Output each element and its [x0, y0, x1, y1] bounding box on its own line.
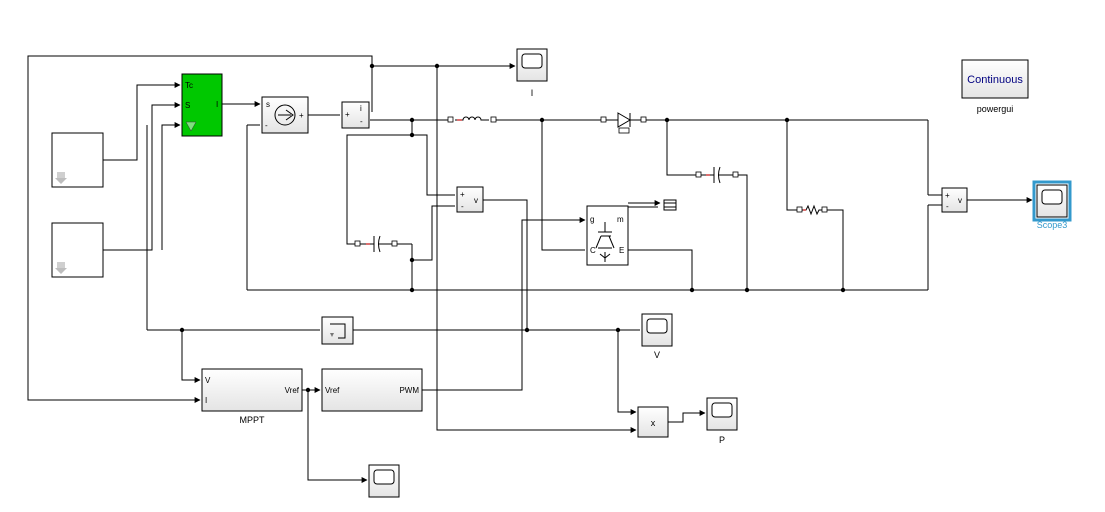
- igbt-m: m: [617, 215, 624, 224]
- imeas-minus: -: [360, 117, 363, 126]
- constant-block-1[interactable]: [51, 132, 104, 188]
- scope3-label: Scope3: [1037, 220, 1068, 230]
- vmeas-v: v: [474, 196, 478, 205]
- inductor-block[interactable]: [447, 116, 497, 123]
- conn-igbt-c[interactable]: [541, 120, 585, 251]
- igbt-icon: [595, 222, 615, 262]
- conn-load[interactable]: [786, 120, 799, 211]
- pwm-out: PWM: [399, 386, 419, 395]
- pv-connector-icon: [185, 121, 197, 132]
- constant-source-icon: [55, 172, 67, 184]
- igbt-c: C: [590, 246, 596, 255]
- scope-icon: [646, 318, 668, 334]
- scope-vref-block[interactable]: [368, 464, 400, 498]
- wire-const2-s[interactable]: [103, 102, 181, 251]
- igbt-block[interactable]: g m C E: [586, 205, 629, 266]
- memory-block[interactable]: [321, 316, 354, 345]
- mppt-label: MPPT: [239, 415, 265, 425]
- mppt-in-v: V: [205, 376, 211, 385]
- wire-vmeas-out[interactable]: [483, 199, 528, 330]
- conn-vmeas-minus[interactable]: [412, 205, 455, 261]
- current-source-icon: [274, 104, 296, 126]
- resistor-icon: [802, 204, 822, 216]
- scope-icon: [373, 469, 395, 485]
- current-measurement-block[interactable]: i + -: [341, 101, 370, 129]
- product-sign: x: [651, 418, 656, 428]
- wire-v-feedback[interactable]: [161, 122, 181, 250]
- bus-selector-block[interactable]: [663, 199, 677, 211]
- bus-selector-icon: [664, 202, 676, 208]
- conn-load2[interactable]: [826, 209, 844, 290]
- imeas-port-i: i: [360, 104, 362, 113]
- scope-icon: [711, 402, 733, 418]
- mppt-in-i: I: [205, 396, 207, 405]
- voltage-measurement-block-1[interactable]: + - v: [456, 186, 484, 213]
- capacitor-icon: [701, 166, 733, 184]
- current-source-block[interactable]: s + -: [261, 96, 309, 134]
- scope-i-label: I: [531, 88, 534, 98]
- pwm-block[interactable]: Vref PWM: [321, 368, 423, 412]
- diode-icon: [606, 112, 641, 134]
- scope-p-block[interactable]: P: [706, 397, 738, 445]
- constant-block-2[interactable]: [51, 222, 104, 278]
- signal-wires: [27, 55, 1033, 483]
- scope-i-block[interactable]: I: [516, 48, 548, 98]
- powergui-block[interactable]: Continuous powergui: [961, 59, 1029, 114]
- powergui-box-text: Continuous: [967, 74, 1023, 86]
- vmeas-minus: -: [461, 202, 464, 211]
- vmeas2-plus: +: [945, 191, 950, 200]
- vmeas2-minus: -: [946, 202, 949, 211]
- powergui-label: powergui: [977, 104, 1014, 114]
- conn-igbt-e[interactable]: [628, 249, 693, 290]
- wire-junctions: [179, 63, 846, 393]
- scope3-block[interactable]: Scope3: [1032, 180, 1072, 230]
- voltage-measurement-block-2[interactable]: + - v: [941, 187, 968, 213]
- wire-current-feedback[interactable]: [27, 55, 373, 403]
- igbt-e: E: [619, 246, 624, 255]
- diode-block[interactable]: [600, 112, 647, 134]
- pwm-in: Vref: [325, 386, 340, 395]
- scope-p-label: P: [719, 435, 725, 445]
- wire-mppt-v[interactable]: [181, 330, 201, 383]
- vmeas2-v: v: [958, 196, 962, 205]
- load-resistor-block[interactable]: [796, 204, 828, 216]
- pv-port-s: S: [185, 101, 190, 110]
- constant-source-icon: [55, 262, 67, 274]
- igbt-g: g: [590, 215, 594, 224]
- src-plus: +: [299, 111, 304, 120]
- wire-pwm-to-igbt[interactable]: [422, 217, 586, 391]
- imeas-plus: +: [345, 110, 350, 119]
- conn-input-cap[interactable]: [346, 120, 413, 245]
- src-port-s: s: [266, 100, 270, 109]
- wire-const1-tc[interactable]: [103, 82, 181, 161]
- wire-to-scope-v[interactable]: [617, 330, 637, 415]
- inductor-icon: [455, 116, 489, 121]
- pv-port-tc: Tc: [185, 81, 193, 90]
- product-block[interactable]: x: [637, 406, 669, 438]
- capacitor-icon: [360, 235, 392, 253]
- src-minus: -: [265, 121, 268, 130]
- memory-block-icon: [330, 323, 346, 339]
- wire-i-to-product[interactable]: [436, 66, 637, 433]
- mppt-out: Vref: [285, 386, 300, 395]
- scope-v-label: V: [654, 350, 660, 360]
- output-capacitor-block[interactable]: [695, 166, 739, 184]
- vmeas-plus: +: [460, 190, 465, 199]
- conn-vmeas-plus[interactable]: [412, 134, 455, 196]
- input-capacitor-block[interactable]: [354, 235, 398, 253]
- wire-vref-to-scope[interactable]: [307, 390, 368, 483]
- pv-port-i: I: [216, 100, 218, 109]
- pv-array-block[interactable]: Tc S I: [181, 73, 223, 137]
- scope-icon: [521, 53, 543, 69]
- conn-out-cap2[interactable]: [738, 174, 748, 290]
- scope-v-block[interactable]: V: [641, 313, 673, 360]
- conn-out-cap[interactable]: [666, 120, 698, 176]
- mppt-block[interactable]: V I Vref MPPT: [201, 368, 303, 425]
- wire-product-to-scope[interactable]: [668, 410, 706, 423]
- scope-icon: [1041, 189, 1063, 205]
